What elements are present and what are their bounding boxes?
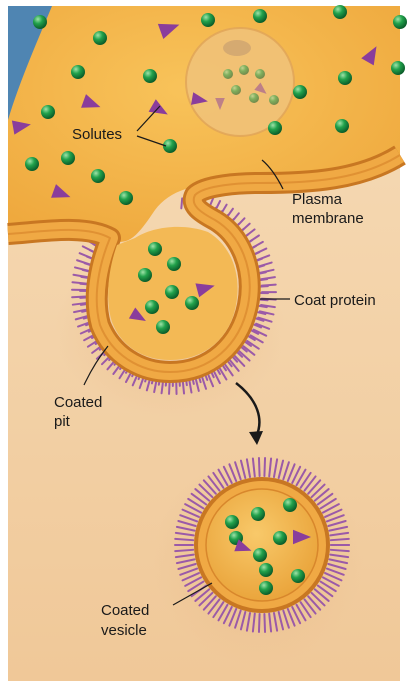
green-sphere-solute-icon [239, 65, 249, 75]
coat-protein-bristle [331, 539, 349, 540]
green-sphere-solute-icon [41, 105, 55, 119]
green-sphere-solute-icon [393, 15, 407, 29]
coat-protein-label: Coat protein [294, 292, 376, 309]
green-sphere-solute-icon [33, 15, 47, 29]
green-sphere-solute-icon [268, 121, 282, 135]
green-sphere-solute-icon [255, 69, 265, 79]
coat-protein-bristle [264, 614, 265, 632]
coat-protein-bristle [259, 614, 260, 632]
green-sphere-solute-icon [201, 13, 215, 27]
green-sphere-solute-icon [167, 257, 181, 271]
green-sphere-solute-icon [223, 69, 233, 79]
green-sphere-solute-icon [225, 515, 239, 529]
coated-pit-label-1: Coated [54, 394, 102, 411]
plasma-membrane-label-1: Plasma [292, 191, 343, 208]
green-sphere-solute-icon [119, 191, 133, 205]
green-sphere-solute-icon [143, 69, 157, 83]
coat-protein-bristle [259, 458, 260, 476]
green-sphere-solute-icon [138, 268, 152, 282]
green-sphere-solute-icon [231, 85, 241, 95]
green-sphere-solute-icon [253, 548, 267, 562]
green-sphere-solute-icon [251, 507, 265, 521]
green-sphere-solute-icon [185, 296, 199, 310]
green-sphere-solute-icon [283, 498, 297, 512]
green-sphere-solute-icon [148, 242, 162, 256]
green-sphere-solute-icon [93, 31, 107, 45]
green-sphere-solute-icon [338, 71, 352, 85]
green-sphere-solute-icon [333, 5, 347, 19]
green-sphere-solute-icon [391, 61, 405, 75]
coat-protein-bristle [331, 550, 349, 551]
coat-protein-bristle [264, 458, 265, 476]
green-sphere-solute-icon [269, 95, 279, 105]
green-sphere-solute-icon [249, 93, 259, 103]
plasma-membrane-label-2: membrane [292, 210, 364, 227]
green-sphere-solute-icon [335, 119, 349, 133]
coated-pit-label-2: pit [54, 413, 71, 430]
green-sphere-solute-icon [291, 569, 305, 583]
coated-vesicle-label-2: vesicle [101, 622, 147, 639]
green-sphere-solute-icon [25, 157, 39, 171]
solutes-label: Solutes [72, 126, 122, 143]
green-sphere-solute-icon [273, 531, 287, 545]
coated-vesicle-label-1: Coated [101, 602, 149, 619]
green-sphere-solute-icon [145, 300, 159, 314]
green-sphere-solute-icon [293, 85, 307, 99]
coat-protein-bristle [175, 550, 193, 551]
green-sphere-solute-icon [156, 320, 170, 334]
green-sphere-solute-icon [259, 563, 273, 577]
coat-protein-bristle [181, 198, 182, 208]
green-sphere-solute-icon [61, 151, 75, 165]
coat-protein-bristle [175, 539, 193, 540]
green-sphere-solute-icon [91, 169, 105, 183]
green-sphere-solute-icon [71, 65, 85, 79]
green-sphere-solute-icon [253, 9, 267, 23]
green-sphere-solute-icon [165, 285, 179, 299]
green-sphere-solute-icon [259, 581, 273, 595]
